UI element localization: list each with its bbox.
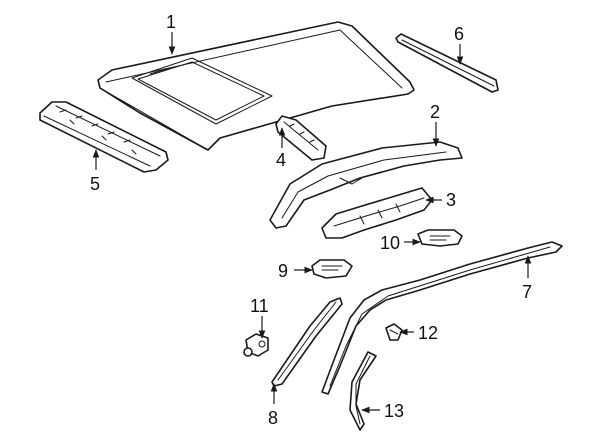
rail-reinforcement — [321, 187, 433, 239]
callout-13: 13 — [384, 401, 404, 421]
callout-3: 3 — [446, 190, 456, 210]
drain-hose — [349, 351, 377, 431]
callout-7: 7 — [522, 282, 532, 302]
front-header-panel — [39, 101, 169, 173]
clip-12 — [385, 323, 403, 341]
callout-8: 8 — [268, 408, 278, 428]
clip-11 — [243, 333, 269, 357]
callout-12: 12 — [418, 323, 438, 343]
bracket-10 — [417, 229, 463, 247]
callout-6: 6 — [454, 24, 464, 44]
leader-lines — [92, 32, 532, 414]
callout-10: 10 — [380, 233, 400, 253]
callout-4: 4 — [276, 150, 286, 170]
callout-2: 2 — [430, 102, 440, 122]
roof-moulding — [321, 241, 563, 395]
callout-9: 9 — [278, 261, 288, 281]
callout-labels: 1 2 3 4 5 6 7 8 9 10 11 12 13 — [90, 12, 532, 428]
rear-roof-rail — [395, 33, 499, 93]
roof-side-rail — [269, 141, 463, 229]
callout-11: 11 — [250, 296, 269, 316]
callout-5: 5 — [90, 174, 100, 194]
roof-panel — [97, 21, 415, 151]
bracket-9 — [311, 259, 353, 279]
roof-bow — [275, 115, 327, 161]
callout-1: 1 — [166, 12, 176, 32]
